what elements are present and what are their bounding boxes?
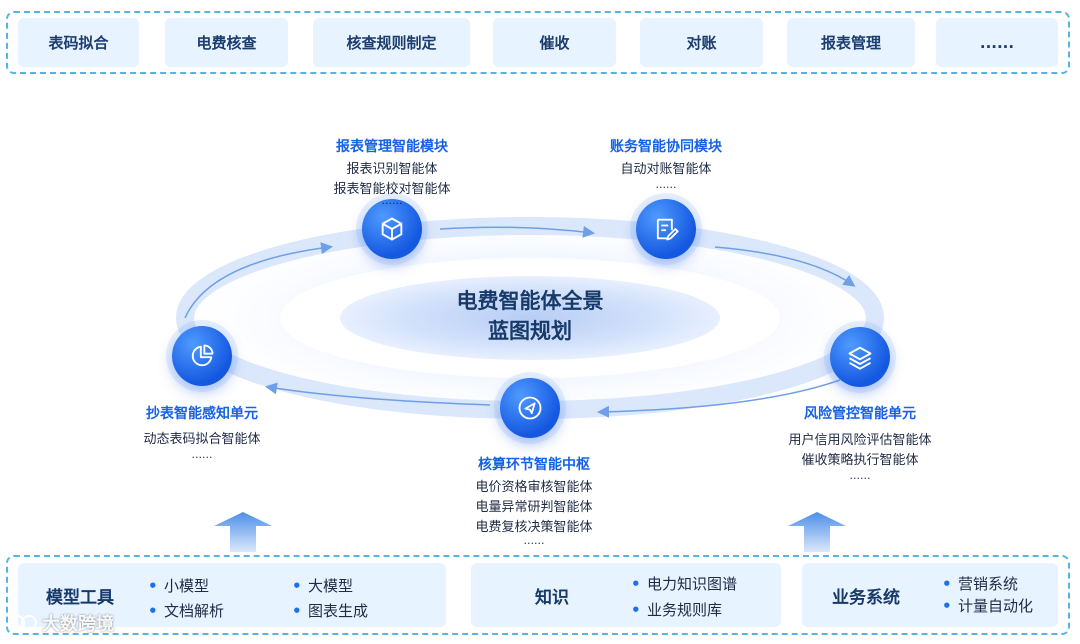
center-title-line1: 电费智能体全景: [456, 289, 604, 313]
document-edit-icon: [656, 218, 679, 241]
flow-arrow-billing-to-risk: [714, 246, 856, 287]
flow-arrow-accounting-to-meter: [265, 382, 491, 406]
center-title-line2: 蓝图规划: [488, 319, 572, 343]
model-tools-panel: 模型工具 •小模型 •大模型 •文档解析 •图表生成: [18, 563, 446, 627]
accounting-module-ellipsis: ......: [523, 534, 545, 547]
up-arrow-left: [214, 512, 272, 552]
knowledge-item: •业务规则库: [631, 601, 723, 619]
risk-module-title: 风险管控智能单元: [804, 406, 916, 422]
report-module-ellipsis: ......: [381, 194, 403, 207]
model-tools-item: •大模型: [292, 577, 354, 595]
report-module-title: 报表管理智能模块: [336, 139, 448, 155]
meter-module-title: 抄表智能感知单元: [146, 406, 258, 422]
model-tools-title: 模型工具: [46, 588, 114, 608]
accounting-module-title: 核算环节智能中枢: [478, 457, 590, 473]
model-tools-item: •文档解析: [148, 602, 225, 620]
business-systems-item: •计量自动化: [942, 597, 1034, 615]
flow-arrow-report-to-billing: [439, 225, 595, 238]
model-tools-item: •小模型: [148, 577, 210, 595]
model-tools-item: •图表生成: [292, 602, 369, 620]
billing-module-ellipsis: ......: [655, 178, 677, 191]
accounting-module-line: 电量异常研判智能体: [475, 500, 593, 515]
top-item-collection: 催收: [493, 18, 616, 67]
knowledge-title: 知识: [535, 588, 569, 608]
pie-chart-icon: [191, 344, 214, 367]
top-item-report-management: 报表管理: [787, 18, 915, 67]
top-item-rule-making: 核查规则制定: [313, 18, 470, 67]
up-arrow-right: [788, 512, 846, 552]
business-systems-panel: 业务系统 •营销系统 •计量自动化: [802, 563, 1058, 627]
billing-module-title: 账务智能协同模块: [610, 139, 722, 155]
accounting-module-node: [500, 378, 560, 438]
bottom-support-frame: [6, 555, 1070, 635]
top-scenario-frame: [6, 11, 1070, 74]
top-item-meter-fitting: 表码拟合: [18, 18, 139, 67]
knowledge-item: •电力知识图谱: [631, 575, 738, 593]
cube-icon: [381, 217, 403, 241]
risk-module-ellipsis: ......: [849, 469, 871, 482]
accounting-module-line: 电费复核决策智能体: [475, 520, 593, 535]
paper-plane-icon: [518, 396, 542, 420]
layers-icon: [848, 346, 872, 370]
meter-module-node: [172, 326, 232, 386]
watermark: 大数跨境: [8, 610, 114, 636]
billing-module-node: [636, 199, 696, 259]
meter-module-ellipsis: ......: [191, 448, 213, 461]
risk-module-line: 用户信用风险评估智能体: [788, 433, 932, 448]
knowledge-panel: 知识 •电力知识图谱 •业务规则库: [471, 563, 781, 627]
watermark-logo-icon: [9, 615, 37, 631]
report-module-node: [362, 199, 422, 259]
risk-module-line: 催收策略执行智能体: [801, 453, 919, 468]
report-module-line: 报表识别智能体: [346, 162, 438, 177]
top-item-reconciliation: 对账: [640, 18, 763, 67]
flow-arrow-meter-to-report: [184, 242, 333, 319]
flow-arrow-risk-to-accounting: [597, 379, 841, 418]
top-item-fee-check: 电费核查: [165, 18, 288, 67]
accounting-module-line: 电价资格审核智能体: [475, 480, 593, 495]
meter-module-line: 动态表码拟合智能体: [143, 432, 261, 447]
report-module-line: 报表智能校对智能体: [333, 182, 451, 197]
business-systems-item: •营销系统: [942, 575, 1019, 593]
business-systems-title: 业务系统: [832, 588, 900, 608]
risk-module-node: [830, 327, 890, 387]
top-item-more: ......: [936, 18, 1058, 67]
billing-module-line: 自动对账智能体: [620, 162, 712, 177]
center-core: [340, 276, 720, 360]
